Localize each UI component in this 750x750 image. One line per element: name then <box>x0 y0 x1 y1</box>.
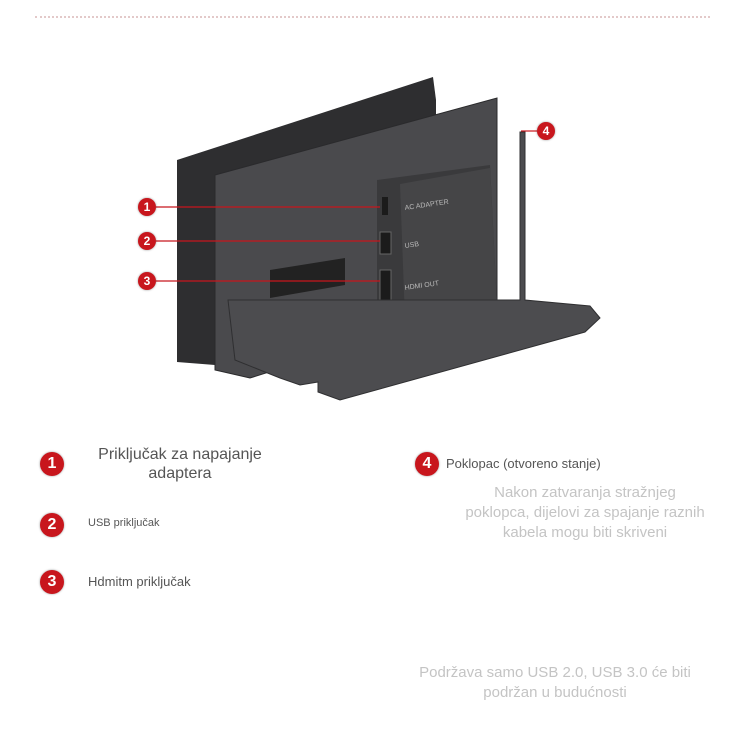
hdmi-port <box>379 269 392 303</box>
legend-badge-3: 3 <box>40 570 64 594</box>
legend-badge-4: 4 <box>415 452 439 476</box>
callout-badge-1: 1 <box>138 198 156 216</box>
legend-label-2: USB priključak <box>88 517 160 529</box>
rear-cover <box>227 131 601 401</box>
legend-badge-1: 1 <box>40 452 64 476</box>
usb-note: Podržava samo USB 2.0, USB 3.0 će biti p… <box>419 664 691 701</box>
callout-lines <box>156 130 537 282</box>
cover-note: Nakon zatvaranja stražnjeg poklopca, dij… <box>465 484 705 541</box>
usb-label: USB <box>404 241 420 250</box>
legend-label-4: Poklopac (otvoreno stanje) <box>446 456 601 471</box>
callout-badge-2: 2 <box>138 232 156 250</box>
legend-label-3: Hdmitm priključak <box>88 574 191 589</box>
legend-label-1: Priključak za napajanje adaptera <box>98 446 262 482</box>
callout-badge-4: 4 <box>537 122 555 140</box>
hdmi-label: HDMI OUT <box>404 280 440 292</box>
callout-badge-3: 3 <box>138 272 156 290</box>
dock-illustration: AC ADAPTER USB HDMI OUT <box>156 77 601 401</box>
usb-port <box>379 231 392 255</box>
dock-slot <box>270 258 345 298</box>
legend-badge-2: 2 <box>40 513 64 537</box>
port-module-face <box>400 168 497 320</box>
usb-c-port <box>382 197 388 215</box>
dotted-divider <box>35 16 710 18</box>
